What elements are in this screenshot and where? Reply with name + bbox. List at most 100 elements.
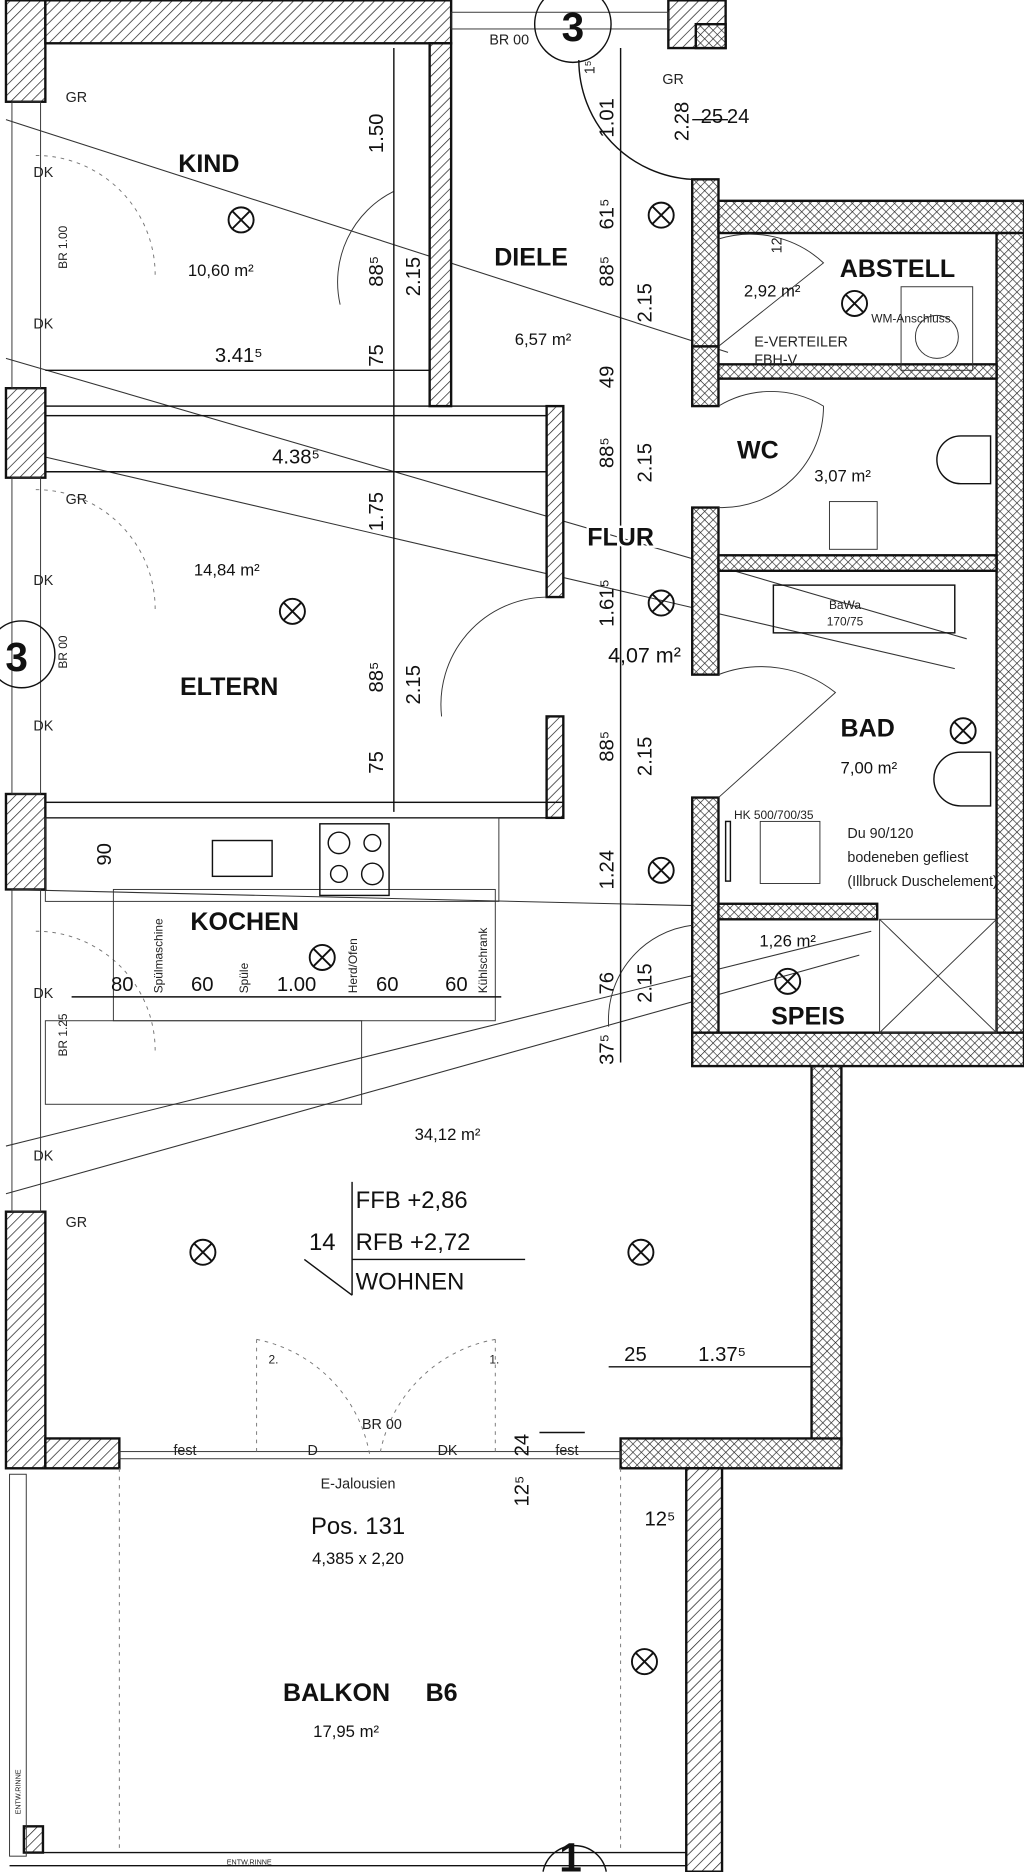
dim-label: 90 — [94, 843, 116, 866]
room-area-balkon: 17,95 m² — [313, 1722, 379, 1741]
room-name-balkon: BALKON — [283, 1679, 390, 1707]
note-dk: DK — [33, 1148, 53, 1164]
dim-label: 12⁵ — [512, 1476, 534, 1507]
note-gr: GR — [66, 1215, 87, 1231]
dim-label: 1⁵ — [582, 60, 598, 74]
note-bawa: BaWa — [829, 598, 861, 612]
room-name-eltern: ELTERN — [180, 673, 278, 701]
dim-label: 1.75 — [366, 492, 388, 531]
light-icon — [841, 289, 869, 317]
section-label: 3 — [562, 4, 585, 50]
dim-label: 75 — [366, 751, 388, 774]
note-gr: GR — [662, 72, 683, 88]
dim-label: 60 — [445, 974, 468, 996]
shower-icon — [879, 918, 998, 1034]
dim-label: 1.50 — [366, 114, 388, 153]
dim-label: 61⁵ — [596, 199, 618, 230]
bathtub-icon — [772, 584, 956, 634]
annotations: GR DK DK BR 1.00 GR DK DK BR 00 DK BR 1.… — [14, 32, 997, 1866]
room-area-kind: 10,60 m² — [188, 261, 254, 280]
room-number: 14 — [309, 1229, 336, 1256]
dim-label: 1.24 — [596, 850, 618, 889]
light-icon — [308, 943, 336, 971]
note-drain: ENTW.RINNE — [227, 1859, 272, 1867]
dim-label: 24 — [512, 1434, 534, 1457]
bad-toilet-icon — [933, 751, 992, 807]
dim-label: 88⁵ — [366, 662, 388, 693]
dim-label: 75 — [366, 344, 388, 367]
dim-label: 2.15 — [635, 737, 657, 776]
note-dk: DK — [33, 719, 53, 735]
light-icon — [278, 597, 306, 625]
room-area-wc: 3,07 m² — [814, 466, 871, 485]
note-dk: DK — [33, 317, 53, 333]
window-dk: DK — [438, 1443, 458, 1459]
dim-label: 12⁵ — [644, 1509, 675, 1531]
level-marker: FFB +2,86 14 RFB +2,72 WOHNEN — [303, 1181, 526, 1296]
window-position: Pos. 131 — [311, 1513, 405, 1540]
windows — [9, 11, 687, 1867]
note-fbh-v: FBH-V — [754, 352, 797, 368]
note-gr: GR — [66, 90, 87, 106]
section-marker-3-left: 3 — [0, 620, 56, 689]
dimension-labels: 1.50 2.15 88⁵ 3.41⁵ 75 4.38⁵ 1.75 2.15 8… — [94, 60, 786, 1530]
note-dk: DK — [33, 986, 53, 1002]
light-icon — [647, 589, 675, 617]
room-name-bad: BAD — [841, 715, 895, 743]
walls — [4, 0, 1024, 1872]
room-name-kind: KIND — [178, 150, 239, 178]
projection-lines — [5, 119, 967, 1195]
note-wm-anschluss: WM-Anschluss — [871, 312, 951, 326]
dim-label: 24 — [727, 106, 750, 128]
note-shower-element: (Illbruck Duschelement) — [847, 874, 997, 890]
dim-label: 1.37⁵ — [698, 1344, 746, 1366]
note-br: BR 00 — [489, 32, 529, 48]
door-swings — [35, 59, 837, 1851]
dim-label: 2.15 — [635, 283, 657, 322]
note-br: BR 1.00 — [56, 225, 70, 268]
radiator-icon — [724, 820, 732, 882]
note-sink: Spüle — [237, 962, 251, 993]
note-dk: DK — [33, 573, 53, 589]
dim-label: 49 — [596, 366, 618, 389]
dim-label: 60 — [191, 974, 214, 996]
room-area-wohnen: 34,12 m² — [415, 1125, 481, 1144]
dim-label: 1.01 — [596, 98, 618, 137]
wc-toilet-icon — [936, 435, 992, 485]
dimension-lines — [45, 48, 812, 1434]
room-name-abstell: ABSTELL — [840, 255, 956, 283]
room-name-wc: WC — [737, 437, 779, 465]
dim-label: 76 — [596, 972, 618, 995]
room-code-balkon: B6 — [426, 1679, 458, 1707]
room-area-flur: 4,07 m² — [608, 644, 681, 668]
dim-label: 2.15 — [403, 257, 425, 296]
dim-label: 25 — [701, 106, 724, 128]
dim-label: 1.61⁵ — [596, 579, 618, 627]
room-area-abstell: 2,92 m² — [744, 281, 801, 300]
dim-label: 88⁵ — [596, 731, 618, 762]
sanitary-fixtures — [724, 286, 998, 1034]
light-icon — [647, 201, 675, 229]
note-gr: GR — [66, 492, 87, 508]
sink-icon — [211, 839, 273, 878]
light-icon — [774, 967, 802, 995]
note-fridge: Kühlschrank — [476, 928, 490, 994]
window-fest-left: fest — [173, 1443, 196, 1459]
window-size: 4,385 x 2,20 — [312, 1549, 404, 1568]
dim-label: 80 — [111, 974, 134, 996]
dim-label: 12 — [770, 237, 786, 253]
light-icon — [627, 1238, 655, 1266]
window-fest-right: fest — [555, 1443, 578, 1459]
window-br: BR 00 — [362, 1417, 402, 1433]
note-shower-floor: bodeneben gefliest — [847, 850, 968, 866]
note-stove: Herd/Ofen — [346, 938, 360, 993]
room-name-flur: FLUR — [587, 524, 654, 552]
note-bawa-size: 170/75 — [827, 615, 864, 629]
window-leaf-2: 2. — [269, 1352, 279, 1366]
rfb-level: RFB +2,72 — [356, 1229, 471, 1256]
light-icon — [189, 1238, 217, 1266]
window-jalousien: E-Jalousien — [321, 1477, 396, 1493]
note-br: BR 00 — [56, 635, 70, 669]
balcony-window-labels: fest D DK fest BR 00 2. 1. E-Jalousien P… — [173, 1352, 578, 1741]
